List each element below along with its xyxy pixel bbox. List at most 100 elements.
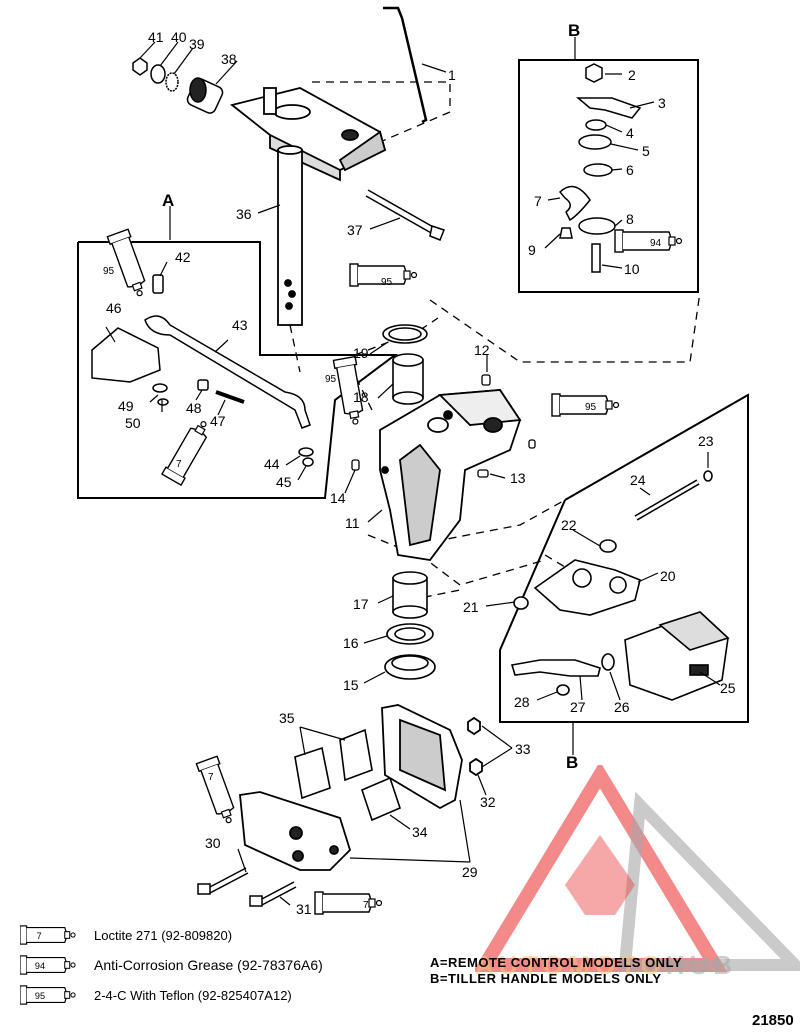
callout-50: 50 xyxy=(125,415,141,431)
box-letter-a: A xyxy=(162,191,174,210)
callout-30: 30 xyxy=(205,835,221,851)
box-a-outline xyxy=(77,241,398,499)
tube-codes: 95 95 95 95 94 7 7 7 xyxy=(103,238,662,911)
tube-code-95-upper: 95 xyxy=(381,277,393,288)
callout-19: 19 xyxy=(353,345,369,361)
callout-12: 12 xyxy=(474,342,490,358)
tube-7-lower-left xyxy=(195,755,241,827)
watermark-text-a: AUTOMOTO xyxy=(475,950,666,980)
callout-20: 20 xyxy=(660,568,676,584)
callout-27: 27 xyxy=(570,699,586,715)
callout-21: 21 xyxy=(463,599,479,615)
legend-row-95: 95 2-4-C With Teflon (92-825407A12) xyxy=(20,982,440,1008)
watermark-text: AUTOMOTOHUB xyxy=(475,950,737,981)
parts-15-17-bushings-washers xyxy=(384,571,436,680)
callout-46: 46 xyxy=(106,300,122,316)
tube-code-95-left: 95 xyxy=(325,374,337,385)
callout-40: 40 xyxy=(171,29,187,45)
callout-45: 45 xyxy=(276,474,292,490)
callout-2: 2 xyxy=(628,67,636,83)
tube-7-lower xyxy=(314,891,383,915)
parts-20-24-tilt-lock xyxy=(513,470,713,616)
callout-7: 7 xyxy=(534,193,542,209)
callout-44: 44 xyxy=(264,456,280,472)
part-29-clamp-brackets xyxy=(239,704,483,871)
box-b-top-parts xyxy=(558,63,642,273)
callout-29: 29 xyxy=(462,864,478,880)
legend-text-95: 2-4-C With Teflon (92-825407A12) xyxy=(94,987,292,1003)
callout-17: 17 xyxy=(353,596,369,612)
callout-10: 10 xyxy=(624,261,640,277)
callout-23: 23 xyxy=(698,433,714,449)
callout-32: 32 xyxy=(480,794,496,810)
callout-1: 1 xyxy=(448,67,456,83)
callout-3: 3 xyxy=(658,95,666,111)
tube-7-box-a xyxy=(161,415,215,486)
watermark-text-b: HUB xyxy=(665,950,738,980)
box-a-parts xyxy=(91,274,314,467)
automotohub-watermark-logo xyxy=(475,765,800,972)
parts-38-41-washers-bushing xyxy=(132,57,224,114)
callout-leaders xyxy=(105,37,721,906)
callout-14: 14 xyxy=(330,490,346,506)
callout-15: 15 xyxy=(343,677,359,693)
callout-35: 35 xyxy=(279,710,295,726)
callout-49: 49 xyxy=(118,398,134,414)
callout-48: 48 xyxy=(186,400,202,416)
tube-code-7-lower: 7 xyxy=(363,900,369,911)
callout-36: 36 xyxy=(236,206,252,222)
tube-code-94: 94 xyxy=(650,238,662,249)
callout-31: 31 xyxy=(296,901,312,917)
legend-tube-94-icon: 94 xyxy=(20,955,76,975)
legend-code-95: 95 xyxy=(35,991,45,1001)
callout-5: 5 xyxy=(642,143,650,159)
legend-code-7: 7 xyxy=(37,931,42,941)
legend-code-94: 94 xyxy=(35,961,45,971)
callout-39: 39 xyxy=(189,36,205,52)
callout-4: 4 xyxy=(626,125,634,141)
parts-34-35-pads xyxy=(294,728,401,822)
callout-13: 13 xyxy=(510,470,526,486)
parts-12-13-14-screws xyxy=(351,374,536,478)
callout-24: 24 xyxy=(630,472,646,488)
tube-94 xyxy=(614,229,683,253)
tube-95-box-a xyxy=(106,228,152,300)
legend-row-7: 7 Loctite 271 (92-809820) xyxy=(20,922,440,948)
note-a-remote-control: A=REMOTE CONTROL MODELS ONLY xyxy=(430,955,682,970)
box-letter-b-bottom: B xyxy=(566,753,578,772)
callout-38: 38 xyxy=(221,51,237,67)
tube-code-95-right: 95 xyxy=(585,402,597,413)
box-b-bottom-outline xyxy=(499,393,749,723)
part-37-long-bolt xyxy=(365,189,445,241)
figure-number: 21850 xyxy=(752,1012,794,1029)
callout-11: 11 xyxy=(345,515,360,531)
callout-41: 41 xyxy=(148,29,164,45)
box-b-top-outline xyxy=(518,59,699,293)
parts-18-19-bushings xyxy=(382,324,428,405)
parts-30-31-bolts xyxy=(197,867,297,907)
callout-18: 18 xyxy=(353,389,369,405)
callout-25: 25 xyxy=(720,680,736,696)
note-b-tiller-handle: B=TILLER HANDLE MODELS ONLY xyxy=(430,971,662,986)
part-1-link-rod xyxy=(383,6,428,124)
box-letter-b-top: B xyxy=(568,21,580,40)
callout-47: 47 xyxy=(210,413,226,429)
callout-8: 8 xyxy=(626,211,634,227)
legend-tube-95-icon: 95 xyxy=(20,985,76,1005)
legend-tube-7-icon: 7 xyxy=(20,925,76,945)
callout-34: 34 xyxy=(412,824,428,840)
callout-22: 22 xyxy=(561,517,577,533)
callout-6: 6 xyxy=(626,162,634,178)
part-11-swivel-bracket xyxy=(379,389,522,561)
tube-code-95-box-a: 95 xyxy=(103,266,115,277)
tube-code-7-lower-left: 7 xyxy=(208,772,214,783)
callout-42: 42 xyxy=(175,249,191,265)
callout-33: 33 xyxy=(515,741,531,757)
callout-numbers: 1 2 3 4 5 6 7 8 9 10 11 12 13 14 15 16 1… xyxy=(106,29,736,917)
model-notes: A=REMOTE CONTROL MODELS ONLY B=TILLER HA… xyxy=(430,955,682,987)
legend-text-94: Anti-Corrosion Grease (92-78376A6) xyxy=(94,957,323,973)
legend-text-7: Loctite 271 (92-809820) xyxy=(94,927,233,943)
callout-43: 43 xyxy=(232,317,248,333)
part-36-steering-tube xyxy=(230,87,387,326)
